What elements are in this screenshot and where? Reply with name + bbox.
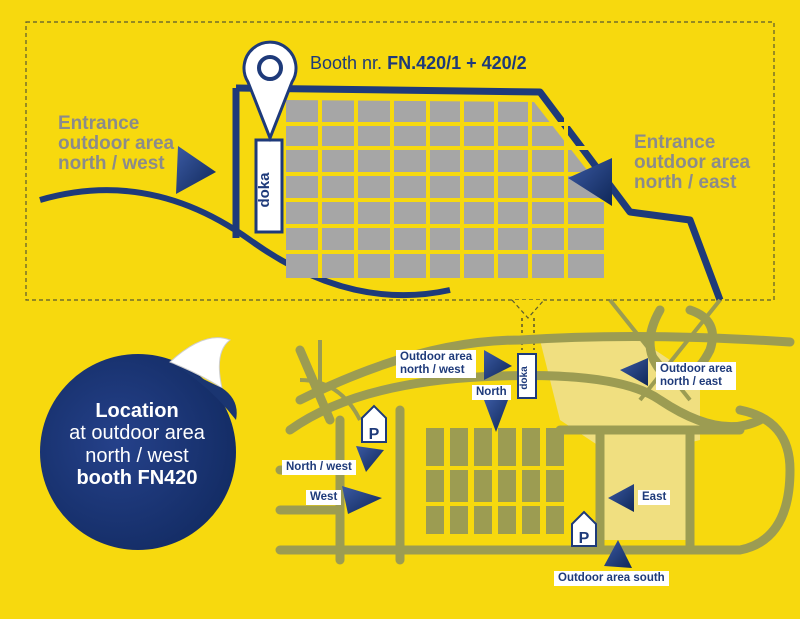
hall-block [474, 506, 492, 534]
entrance-label-ne: Entrance outdoor area north / east [634, 133, 750, 193]
site-boundary [235, 84, 724, 302]
sticker-badge [40, 337, 237, 550]
overview-map: doka P P [275, 298, 795, 568]
badge-line-direction: north / west [85, 444, 189, 467]
label-outdoor-nw-line: Outdoor area [400, 351, 473, 363]
parking-symbol-2: P [579, 530, 590, 547]
hall-block [498, 506, 516, 534]
map-pin-icon [242, 40, 298, 143]
parking-icon: P [571, 510, 597, 547]
booth-prefix: Booth nr. [310, 53, 383, 73]
label-north-west: North / west [282, 460, 356, 476]
doka-logo-small: doka [519, 366, 530, 390]
hall-block [450, 506, 468, 534]
badge-line-booth: booth FN420 [76, 467, 198, 490]
hall-block [474, 428, 492, 466]
hall-block [450, 470, 468, 502]
booth-number: FN.420/1 + 420/2 [387, 53, 527, 73]
booth-number-label: Booth nr. FN.420/1 + 420/2 [310, 53, 527, 74]
hall-block [426, 428, 444, 466]
doka-logo-detail: doka [256, 172, 273, 208]
parking-symbol-1: P [369, 426, 380, 443]
hall-block [522, 470, 540, 502]
direction-arrow-icon [608, 484, 634, 512]
booth-marker-small: doka [517, 353, 537, 399]
entrance-ne-line: outdoor area [634, 151, 751, 173]
entrance-nw-line: outdoor area [58, 132, 175, 154]
entrance-ne-line: north / east [634, 171, 737, 193]
label-outdoor-ne-line: Outdoor area [660, 363, 733, 375]
hall-block [426, 506, 444, 534]
direction-arrow-icon [484, 350, 512, 380]
direction-arrow-icon [484, 400, 508, 432]
hall-block [450, 428, 468, 466]
exhibition-hall-detail [286, 100, 604, 278]
label-north: North [472, 385, 511, 401]
hall-block [522, 428, 540, 466]
label-outdoor-nw: Outdoor area north / west [396, 350, 477, 379]
detail-frame [25, 21, 775, 301]
label-outdoor-nw-line: north / west [400, 364, 465, 377]
hall-block [426, 470, 444, 502]
direction-arrow-icon [604, 540, 632, 568]
entrance-nw-line: north / west [58, 152, 165, 174]
hall-grid [286, 100, 606, 278]
hall-block [498, 470, 516, 502]
label-west: West [306, 490, 342, 506]
parking-icon: P [361, 404, 387, 443]
entrance-ne-line: Entrance [634, 132, 716, 153]
hall-block [522, 506, 540, 534]
direction-arrow-icon [620, 358, 648, 386]
hall-blocks [426, 428, 564, 534]
callout-notch [511, 299, 545, 319]
badge-line-outdoor: at outdoor area [69, 422, 205, 445]
label-east: East [638, 490, 671, 506]
entrance-arrow-nw [176, 146, 216, 194]
hall-block [546, 428, 564, 466]
label-outdoor-ne: Outdoor area north / east [656, 362, 737, 391]
direction-arrow-icon [356, 446, 384, 472]
entrance-label-nw: Entrance outdoor area north / west [58, 114, 174, 174]
entrance-nw-line: Entrance [58, 113, 140, 134]
hall-block [474, 470, 492, 502]
badge-text: Location at outdoor area north / west bo… [52, 400, 222, 490]
road-curve [39, 187, 451, 299]
badge-line-location: Location [95, 400, 179, 422]
hall-block [498, 428, 516, 466]
hall-block [546, 506, 564, 534]
direction-arrow-icon [342, 486, 382, 514]
hall-block [546, 470, 564, 502]
label-outdoor-ne-line: north / east [660, 376, 722, 389]
label-outdoor-south: Outdoor area south [554, 571, 669, 587]
booth-marker: doka [254, 138, 284, 234]
entrance-arrow-ne [568, 158, 612, 206]
